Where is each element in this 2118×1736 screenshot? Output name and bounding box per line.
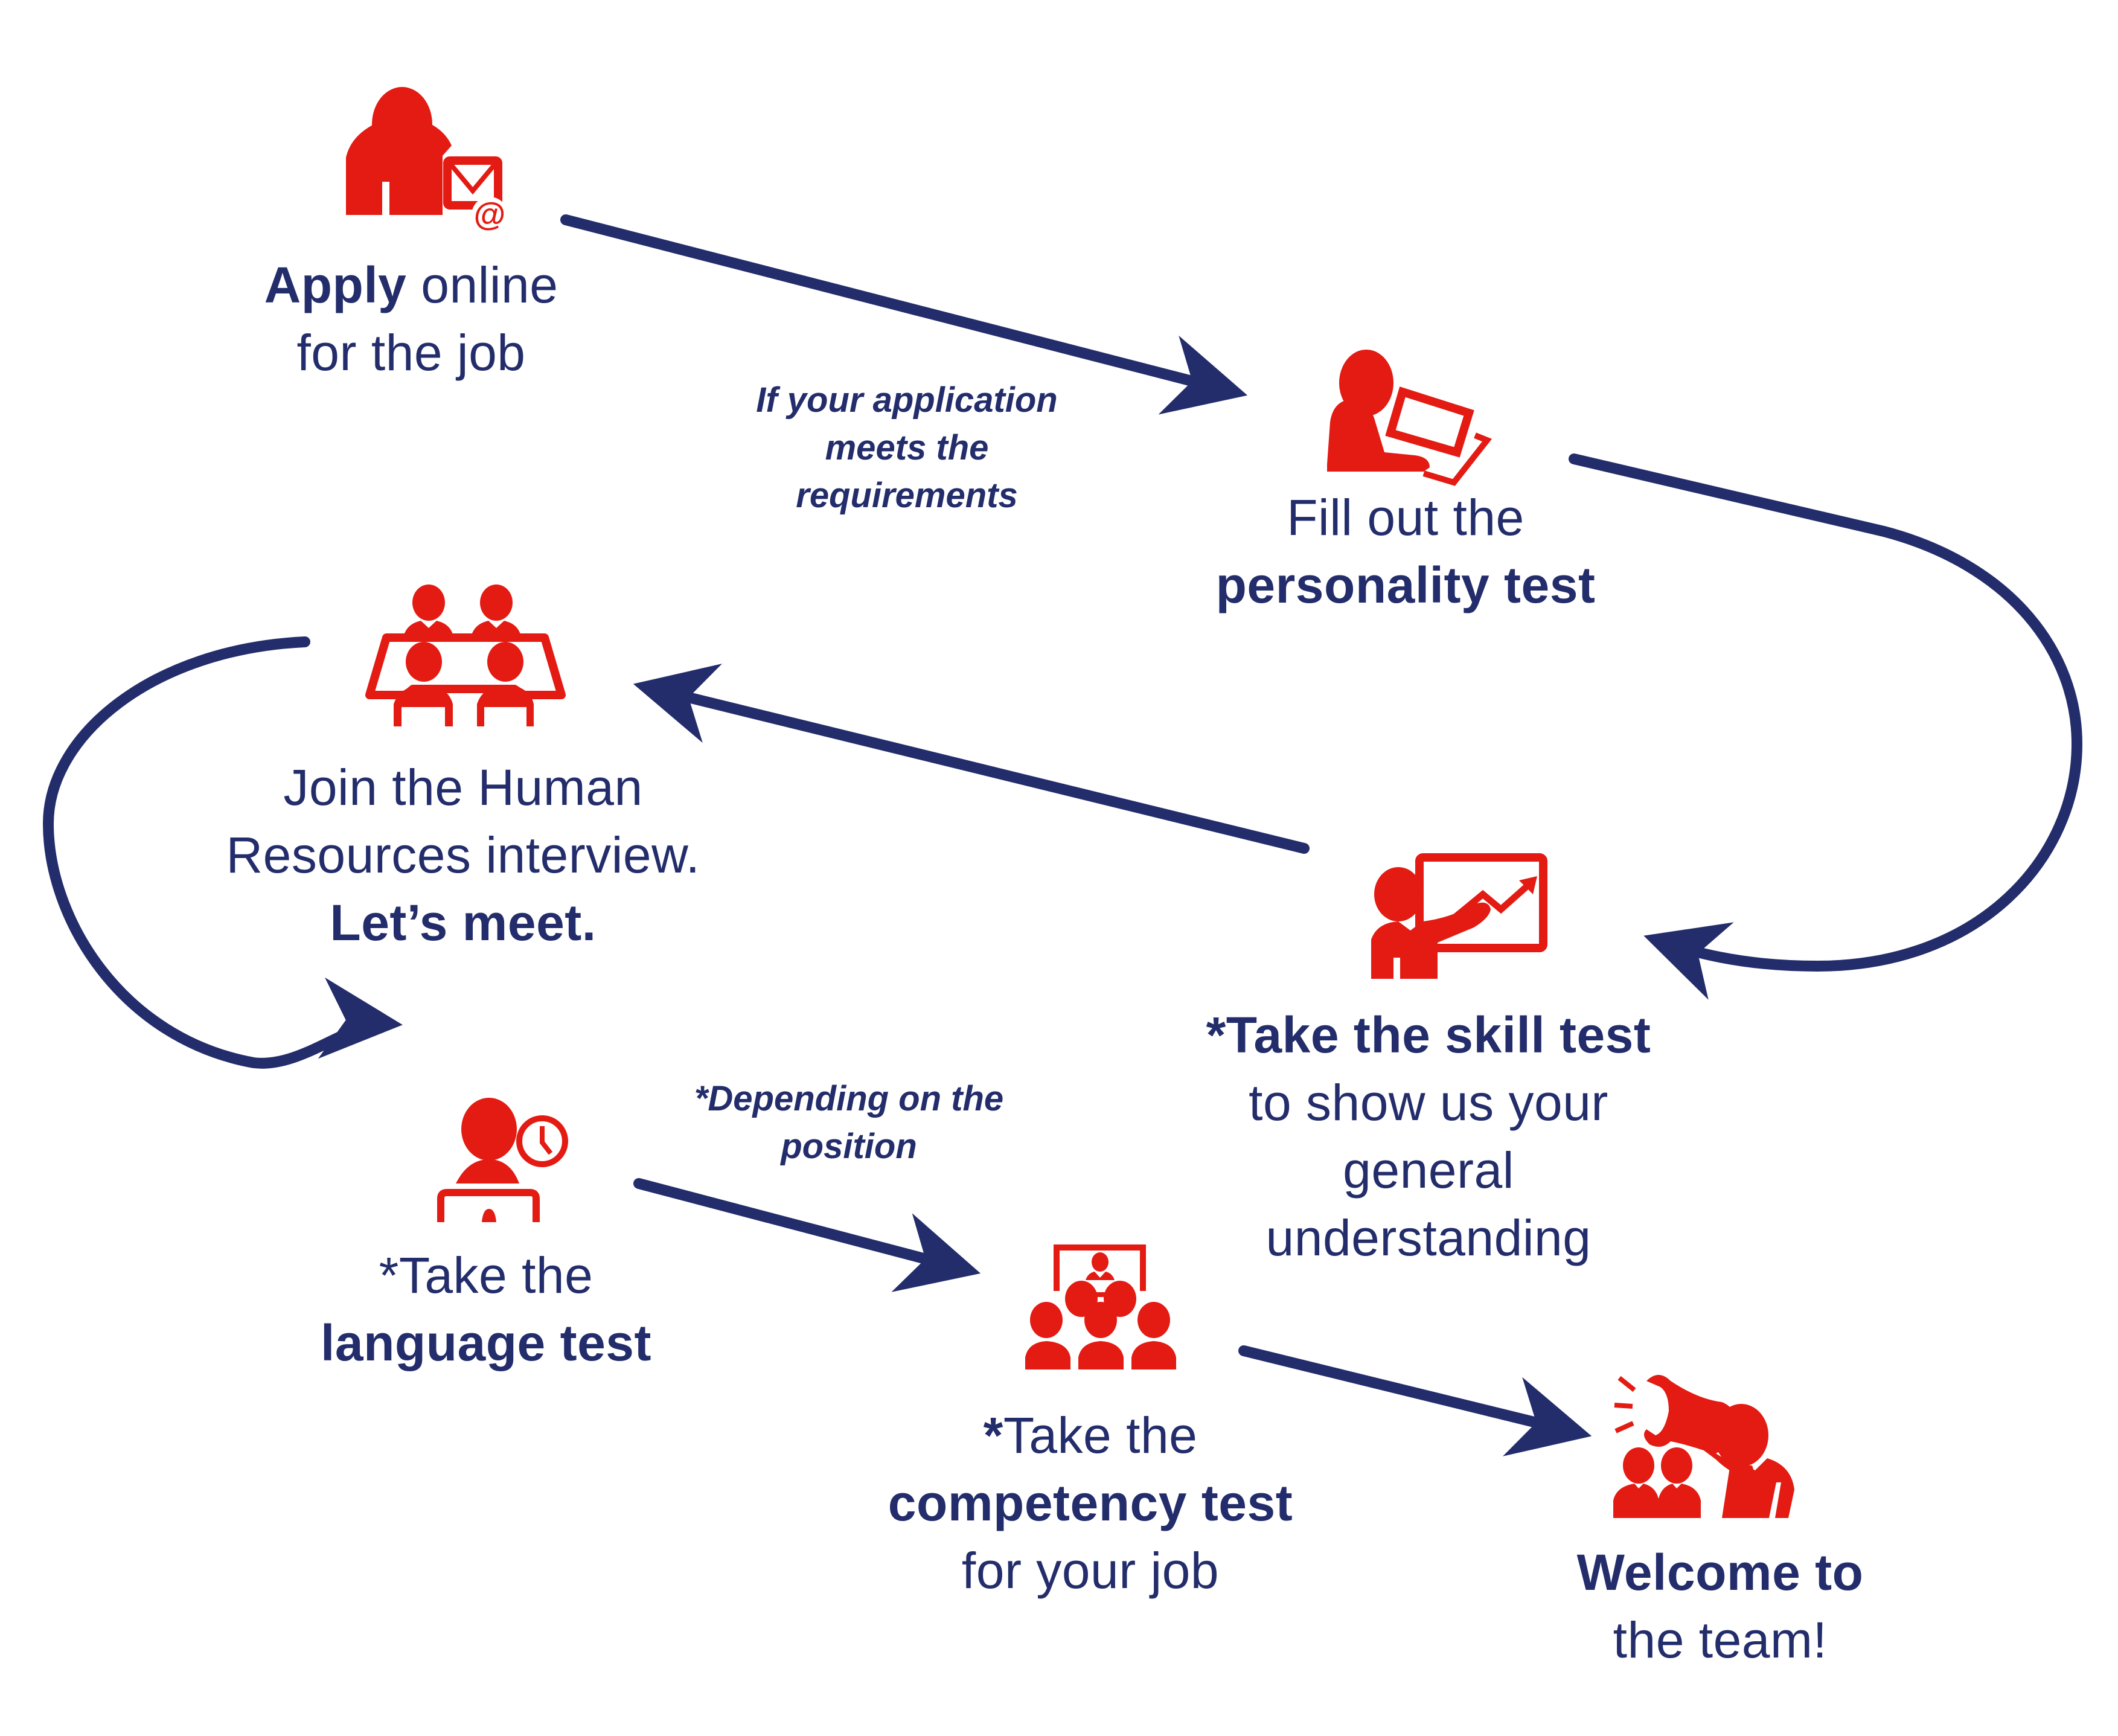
svg-text:@: @ <box>474 196 506 232</box>
label-line: *Take the <box>321 1241 651 1309</box>
step-skill-label: *Take the skill test to show us your gen… <box>1206 1001 1651 1272</box>
note-line: position <box>781 1127 917 1166</box>
bold-text: language test <box>321 1315 651 1371</box>
regular-text: the team! <box>1613 1612 1828 1668</box>
regular-text: *Take the <box>379 1247 593 1304</box>
label-line: Let’s meet. <box>226 889 700 956</box>
label-line: for your job <box>888 1537 1293 1604</box>
arrow-skill-to-hr <box>633 664 1310 854</box>
note-line: *Depending on the <box>694 1079 1004 1118</box>
regular-text: Fill out the <box>1287 489 1525 546</box>
bold-text: Welcome to <box>1576 1544 1864 1601</box>
arrow-personality-to-skill <box>1569 453 2083 1000</box>
label-line: competency test <box>888 1469 1293 1537</box>
label-line: understanding <box>1206 1204 1651 1272</box>
person-clock-computer-icon <box>437 1098 568 1222</box>
label-line: *Take the <box>888 1401 1293 1469</box>
regular-text: for the job <box>296 324 526 381</box>
step-competency-label: *Take the competency test for your job <box>888 1401 1293 1604</box>
regular-text: Join the Human <box>283 759 643 816</box>
note-line: meets the <box>825 428 989 467</box>
label-line: Welcome to <box>1577 1539 1864 1606</box>
step-hr-interview-label: Join the Human Resources interview. Let’… <box>226 754 700 956</box>
step-welcome-label: Welcome to the team! <box>1577 1539 1864 1674</box>
bold-text: Apply <box>264 257 407 313</box>
bold-text: * <box>983 1407 1003 1464</box>
arrow-competency-to-welcome <box>1238 1345 1592 1456</box>
label-line: general <box>1206 1136 1651 1204</box>
meeting-table-icon <box>365 585 566 726</box>
arrow-apply-to-personality <box>560 214 1248 415</box>
label-line: Fill out the <box>1216 484 1596 551</box>
presenter-chart-icon <box>1371 853 1547 979</box>
label-line: to show us your <box>1206 1069 1651 1136</box>
bold-text: Let’s meet. <box>330 894 597 951</box>
regular-text: Resources interview. <box>226 827 700 883</box>
bold-text: competency test <box>888 1475 1293 1531</box>
person-laptop-icon <box>1327 350 1493 486</box>
regular-text: general <box>1343 1142 1514 1199</box>
label-line: language test <box>321 1309 651 1377</box>
person-email-icon: @ <box>346 87 508 233</box>
audience-presentation-icon <box>1025 1244 1176 1369</box>
bold-text: personality test <box>1215 557 1596 613</box>
note-line: requirements <box>796 476 1018 515</box>
note-position: *Depending on the position <box>694 1075 1003 1170</box>
step-apply-label: Apply online for the job <box>264 251 558 386</box>
label-line: Apply online <box>264 251 558 319</box>
regular-text: for your job <box>961 1542 1220 1599</box>
label-line: Join the Human <box>226 754 700 821</box>
step-personality-label: Fill out the personality test <box>1216 484 1596 619</box>
label-line: *Take the skill test <box>1206 1001 1651 1069</box>
bold-text: *Take the skill test <box>1206 1007 1651 1063</box>
megaphone-team-icon <box>1613 1375 1794 1518</box>
label-line: for the job <box>264 319 558 386</box>
label-line: the team! <box>1577 1606 1864 1674</box>
step-language-label: *Take the language test <box>321 1241 651 1377</box>
regular-text: Take the <box>1003 1407 1198 1464</box>
regular-text: online <box>406 257 558 313</box>
label-line: Resources interview. <box>226 821 700 889</box>
arrow-language-to-competency <box>633 1178 981 1292</box>
label-line: personality test <box>1216 551 1596 619</box>
regular-text: to show us your <box>1249 1074 1608 1131</box>
arrow-hr-to-language <box>42 636 403 1069</box>
regular-text: understanding <box>1265 1209 1592 1266</box>
note-requirements: If your application meets the requiremen… <box>756 376 1058 519</box>
note-line: If your application <box>756 380 1058 420</box>
